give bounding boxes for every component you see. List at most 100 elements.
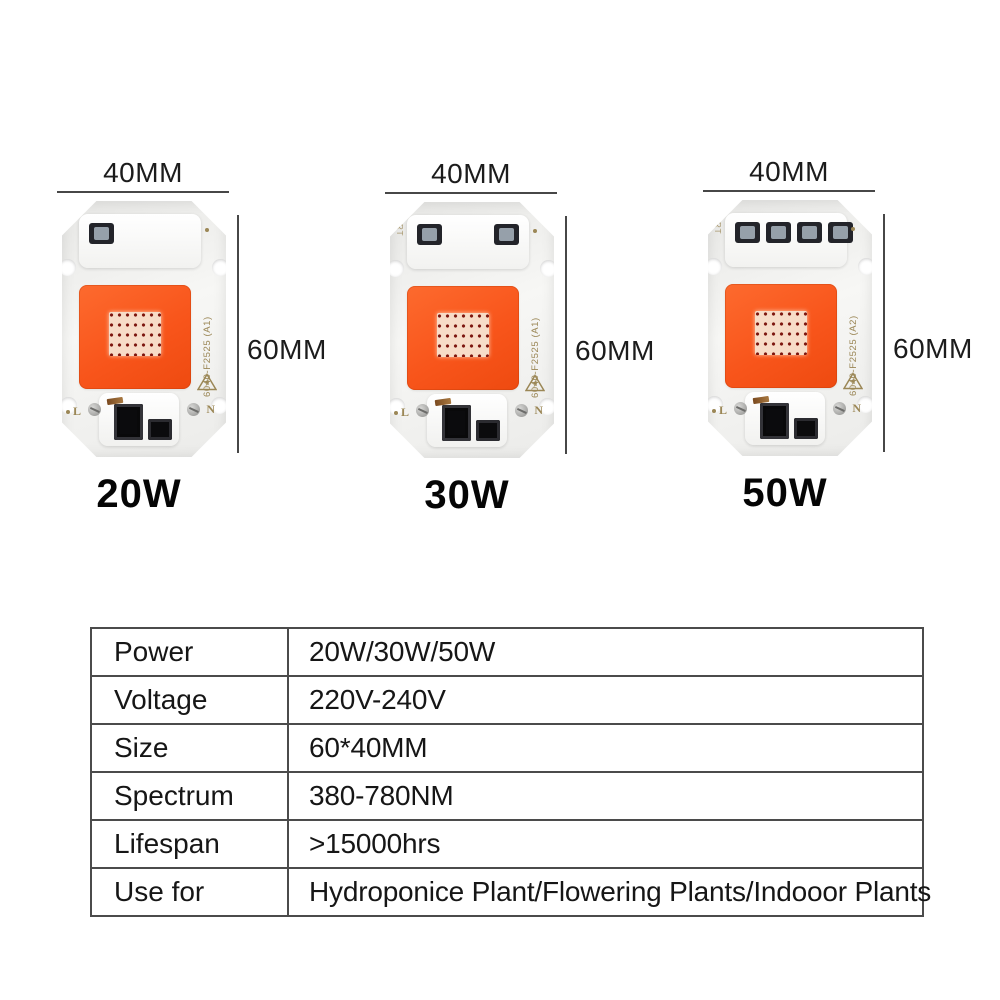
screw bbox=[88, 403, 101, 416]
capacitor-box bbox=[725, 213, 853, 267]
screw bbox=[734, 402, 747, 415]
mounting-hole bbox=[540, 260, 554, 277]
capacitor bbox=[766, 222, 791, 243]
high-voltage-warning-icon bbox=[197, 373, 217, 391]
spec-value: 20W/30W/50W bbox=[287, 627, 924, 677]
watt-label: 20W bbox=[96, 472, 182, 516]
led-emitter-area bbox=[79, 285, 191, 389]
led-die-grid bbox=[755, 311, 807, 355]
spec-label: Use for bbox=[90, 867, 289, 917]
dimension-width-label: 40MM bbox=[749, 156, 829, 187]
solder-dot bbox=[533, 229, 537, 233]
dimension-height-line bbox=[883, 214, 885, 452]
driver-ic bbox=[442, 405, 471, 441]
solder-dot bbox=[851, 227, 855, 231]
dimension-height-label: 60MM bbox=[247, 334, 327, 365]
chip-figure-20w: 40MM 6040-F2525 (A1) L N 60MM 20W bbox=[57, 157, 326, 530]
mounting-hole bbox=[212, 259, 226, 276]
dimension-width-line bbox=[703, 190, 875, 192]
capacitor-box bbox=[79, 214, 201, 268]
spec-value: 60*40MM bbox=[287, 723, 924, 773]
led-cob-chip: RT 6040-F2525 (A2) L N bbox=[708, 200, 872, 456]
pcb-side-marking: RT bbox=[395, 224, 404, 237]
terminal-n-label: N bbox=[206, 402, 215, 416]
led-emitter-area bbox=[407, 286, 519, 390]
pcb-side-marking: RT bbox=[713, 222, 722, 235]
dimension-height-line bbox=[237, 215, 239, 453]
driver-ic bbox=[760, 403, 789, 439]
mounting-hole bbox=[211, 397, 226, 414]
driver-ic bbox=[114, 404, 143, 440]
led-cob-chip: 6040-F2525 (A1) L N bbox=[62, 201, 226, 457]
bridge-ic bbox=[148, 419, 172, 440]
capacitor bbox=[735, 222, 760, 243]
screw bbox=[187, 403, 200, 416]
terminal-n-label: N bbox=[534, 403, 543, 417]
spec-label: Size bbox=[90, 723, 289, 773]
driver-box bbox=[427, 394, 507, 447]
terminal-l-label: L bbox=[401, 405, 410, 419]
chip-figure-30w: 40MM RT 6040-F2525 (A1) L N 60MM 30W bbox=[385, 158, 654, 531]
spec-label: Lifespan bbox=[90, 819, 289, 869]
high-voltage-warning-icon bbox=[843, 372, 863, 390]
capacitor bbox=[89, 223, 114, 244]
mounting-hole bbox=[390, 398, 405, 415]
led-die-grid bbox=[109, 312, 161, 356]
mounting-hole bbox=[708, 396, 723, 413]
terminal-n-label: N bbox=[852, 401, 861, 415]
mounting-hole bbox=[708, 258, 722, 275]
spec-label: Voltage bbox=[90, 675, 289, 725]
led-die-grid bbox=[437, 313, 489, 357]
spec-value: >15000hrs bbox=[287, 819, 924, 869]
watt-label: 50W bbox=[742, 471, 828, 515]
solder-dot bbox=[205, 228, 209, 232]
high-voltage-warning-icon bbox=[525, 374, 545, 392]
dimension-height-line bbox=[565, 216, 567, 454]
mounting-hole bbox=[857, 396, 872, 413]
solder-dot bbox=[66, 410, 70, 414]
mounting-hole bbox=[858, 258, 872, 275]
bridge-ic bbox=[794, 418, 818, 439]
dimension-height-label: 60MM bbox=[893, 333, 973, 364]
screw bbox=[515, 404, 528, 417]
terminal-l-label: L bbox=[719, 403, 728, 417]
led-cob-chip: RT 6040-F2525 (A1) L N bbox=[390, 202, 554, 458]
solder-dot bbox=[394, 411, 398, 415]
dimension-width-label: 40MM bbox=[431, 158, 511, 189]
dimension-width-label: 40MM bbox=[103, 157, 183, 188]
capacitor-box bbox=[407, 215, 529, 269]
spec-label: Power bbox=[90, 627, 289, 677]
screw bbox=[416, 404, 429, 417]
capacitor bbox=[417, 224, 442, 245]
spec-value: 220V-240V bbox=[287, 675, 924, 725]
capacitor bbox=[494, 224, 519, 245]
spec-row: Lifespan>15000hrs bbox=[90, 819, 924, 869]
solder-dot bbox=[712, 409, 716, 413]
terminal-l-label: L bbox=[73, 404, 82, 418]
driver-box bbox=[745, 392, 825, 445]
capacitor bbox=[797, 222, 822, 243]
dimension-width-line bbox=[57, 191, 229, 193]
mounting-hole bbox=[539, 398, 554, 415]
watt-label: 30W bbox=[424, 473, 510, 517]
led-emitter-area bbox=[725, 284, 837, 388]
bridge-ic bbox=[476, 420, 500, 441]
spec-value: Hydroponice Plant/Flowering Plants/Indoo… bbox=[287, 867, 931, 917]
spec-value: 380-780NM bbox=[287, 771, 924, 821]
spec-label: Spectrum bbox=[90, 771, 289, 821]
mounting-hole bbox=[390, 260, 404, 277]
driver-box bbox=[99, 393, 179, 446]
capacitor bbox=[828, 222, 853, 243]
mounting-hole bbox=[62, 397, 77, 414]
screw bbox=[833, 402, 846, 415]
dimension-width-line bbox=[385, 192, 557, 194]
mounting-hole bbox=[62, 259, 76, 276]
